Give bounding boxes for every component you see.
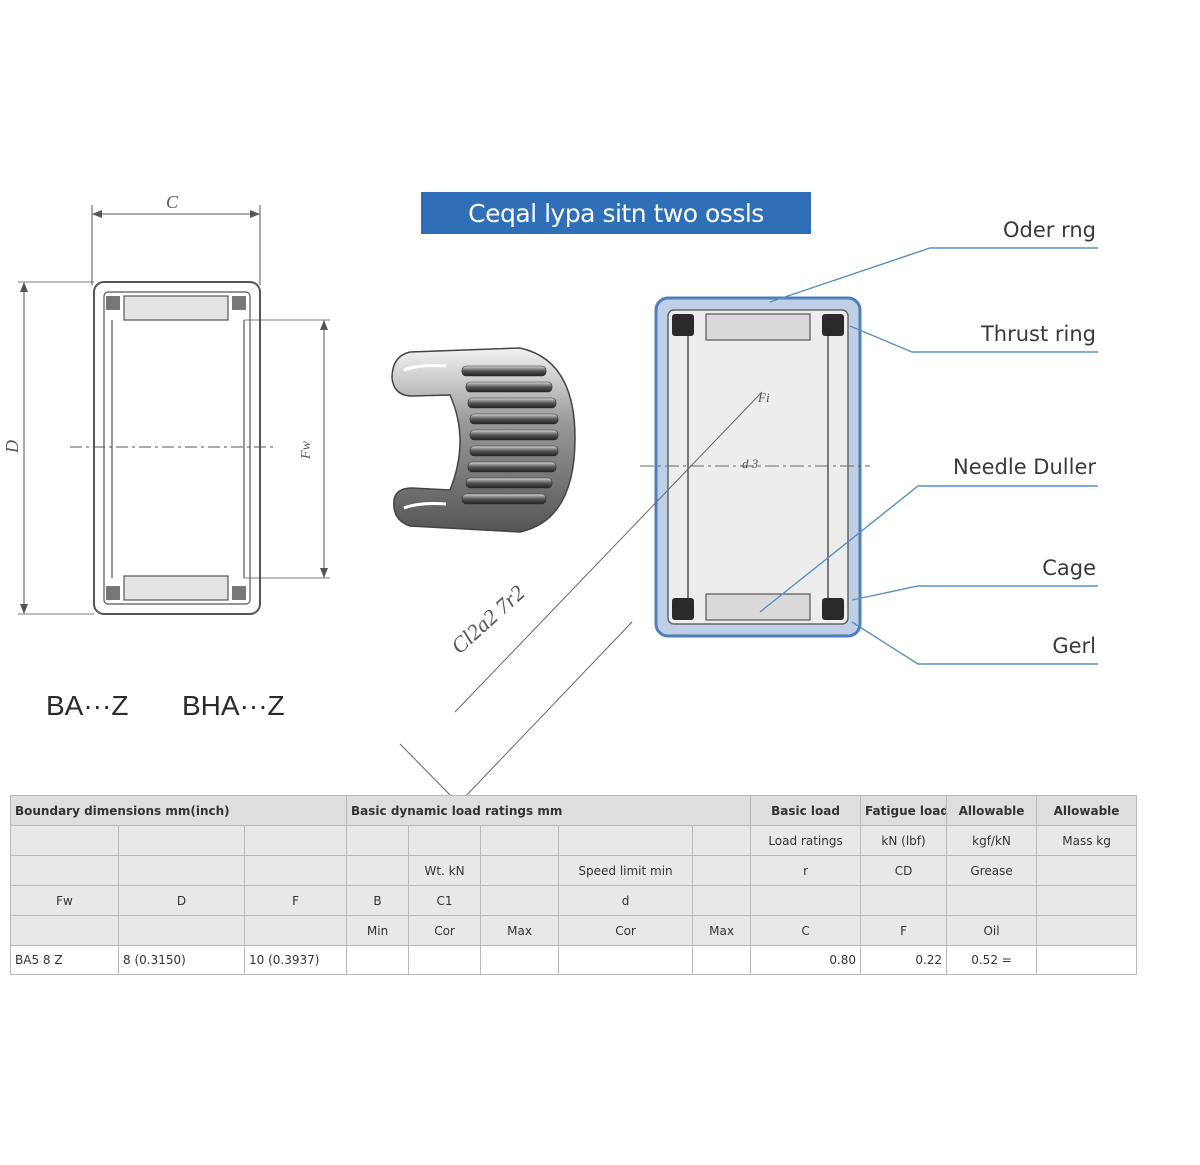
- callout-cage: Cage: [1042, 556, 1096, 580]
- table-subheader-cell: d: [558, 885, 694, 916]
- table-subheader-cell: C1: [408, 885, 482, 916]
- table-subheader-cell: C: [750, 915, 862, 946]
- table-row: BA5 8 Z 8 (0.3150) 10 (0.3937) 0.80 0.22…: [10, 945, 1138, 975]
- dim-c-label: C: [166, 192, 179, 212]
- center-label-mid: d 3: [742, 456, 759, 471]
- table-cell: [480, 945, 560, 975]
- table-subheader-cell: Load ratings: [750, 825, 862, 856]
- table-cell: 8 (0.3150): [118, 945, 245, 975]
- table-subheader-cell: F: [243, 885, 348, 916]
- table-subheader-cell: CD: [860, 855, 948, 886]
- table-header-cell: Fatigue load: [860, 795, 948, 826]
- table-subheader-cell: D: [118, 885, 245, 916]
- table-subheader-row: Wt. kN Speed limit min r CD Grease: [10, 855, 1138, 886]
- table-cell: [558, 945, 694, 975]
- table-subheader-cell: Mass kg: [1036, 825, 1138, 856]
- table-cell: 0.22: [860, 945, 948, 975]
- table-subheader-cell: B: [346, 885, 410, 916]
- callout-leaders: [759, 247, 1098, 665]
- table-header-cell: Basic load: [750, 795, 862, 826]
- table-subheader-cell: F: [860, 915, 948, 946]
- bearing-3d-illustration: [391, 347, 576, 533]
- table-cell: 0.52 =: [946, 945, 1038, 975]
- specification-table: Boundary dimensions mm(inch) Basic dynam…: [9, 795, 1138, 975]
- table-subheader-cell: kgf/kN: [946, 825, 1038, 856]
- table-header-cell: Basic dynamic load ratings mm: [346, 795, 752, 826]
- table-header-row: Boundary dimensions mm(inch) Basic dynam…: [9, 795, 1138, 826]
- table-subheader-cell: Cor: [558, 915, 694, 946]
- table-subheader-cell: Max: [692, 915, 752, 946]
- table-header-cell: Allowable: [1036, 795, 1138, 826]
- table-subheader-cell: Fw: [10, 885, 119, 916]
- model-label-bha: BHA···Z: [182, 690, 285, 721]
- table-subheader-row: Fw D F B C1 d: [10, 885, 1138, 916]
- diagram-title-banner: Ceqal lypa sitn two ossls: [421, 192, 811, 234]
- callout-seal: Gerl: [1052, 634, 1096, 658]
- table-cell: BA5 8 Z: [10, 945, 119, 975]
- table-subheader-cell: Cor: [408, 915, 482, 946]
- table-subheader-cell: Min: [346, 915, 410, 946]
- table-cell: [692, 945, 752, 975]
- table-subheader-cell: Grease: [946, 855, 1038, 886]
- callout-thrust-ring: Thrust ring: [980, 322, 1096, 346]
- model-label-ba: BA···Z: [46, 690, 129, 721]
- dim-fw-label: Fw: [298, 441, 314, 459]
- table-subheader-cell: Wt. kN: [408, 855, 482, 886]
- table-subheader-cell: Speed limit min: [558, 855, 694, 886]
- table-subheader-cell: Max: [480, 915, 560, 946]
- cross-section-drawing: [18, 205, 330, 615]
- table-subheader-row: Min Cor Max Cor Max C F Oil: [10, 915, 1138, 946]
- table-subheader-cell: r: [750, 855, 862, 886]
- table-header-cell: Allowable: [946, 795, 1038, 826]
- table-cell: 10 (0.3937): [243, 945, 348, 975]
- table-subheader-cell: Oil: [946, 915, 1038, 946]
- table-cell: 0.80: [750, 945, 862, 975]
- table-subheader-row: Load ratings kN (lbf) kgf/kN Mass kg: [10, 825, 1138, 856]
- table-cell: [408, 945, 482, 975]
- detailed-section-drawing: [399, 296, 870, 801]
- dim-d-label: D: [2, 440, 22, 453]
- table-cell: [346, 945, 410, 975]
- table-subheader-cell: kN (lbf): [860, 825, 948, 856]
- table-header-cell: Boundary dimensions mm(inch): [9, 795, 348, 826]
- center-label-top: Fi: [758, 390, 770, 405]
- callout-needle-roller: Needle Duller: [952, 455, 1096, 479]
- callout-outer-ring: Oder rng: [1003, 218, 1096, 242]
